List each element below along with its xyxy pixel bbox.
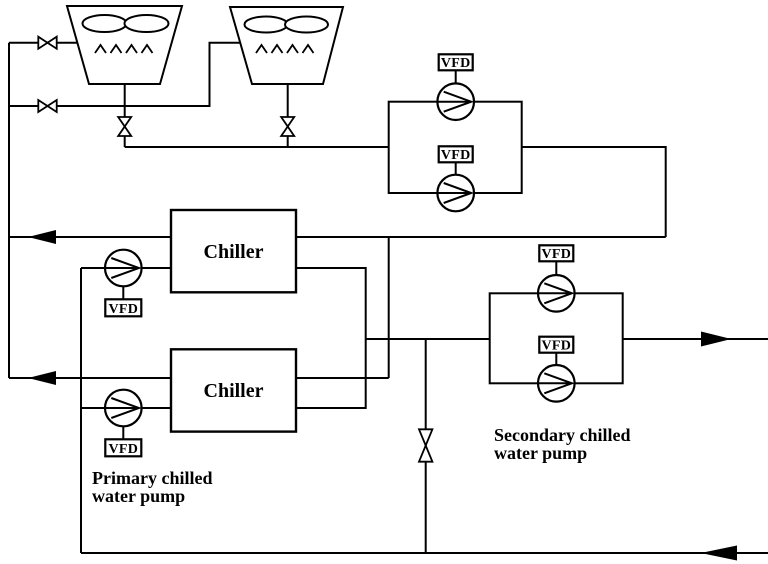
vfd-box [104, 298, 143, 318]
tower-2-supply-valve-icon [37, 98, 58, 114]
tower-1-drain-valve-icon [116, 116, 133, 137]
pipe-chiller-outlets [296, 267, 367, 409]
pipe-condenser-discharge [521, 146, 667, 237]
tower-2-drain-valve-icon [279, 116, 296, 137]
spray-nozzles-icon [94, 43, 154, 54]
vfd-condenser-pump-2: VFD [437, 145, 474, 164]
tower-2-body [228, 6, 345, 85]
vfd-primary-pump-1: VFD [104, 298, 143, 318]
flow-arrow-condenser-return-2 [28, 371, 56, 385]
vfd-primary-pump-2: VFD [104, 438, 143, 458]
tower-1-supply-valve-icon [37, 35, 58, 51]
chiller-2-label: Chiller [204, 380, 264, 402]
fan-icon [81, 14, 170, 33]
primary-pump-label: Primary chilled water pump [92, 468, 212, 506]
vfd-box [538, 335, 575, 354]
pump-arrow-icon [538, 372, 575, 395]
chilled-water-piping [80, 267, 768, 554]
bypass-valve-icon [417, 428, 434, 463]
fan-icon [243, 15, 329, 34]
pump-arrow-icon [438, 182, 475, 204]
vfd-label: VFD [441, 56, 471, 71]
flow-arrow-condenser-return-1 [28, 230, 56, 244]
chiller-1-label: Chiller [204, 241, 264, 263]
primary-pump-1 [103, 248, 143, 300]
spray-nozzles-icon [255, 43, 315, 54]
condenser-water-piping [8, 41, 667, 379]
vfd-secondary-pump-1: VFD [538, 244, 575, 263]
secondary-pump-1 [536, 261, 576, 313]
vfd-box [437, 145, 474, 164]
chiller-2-box [169, 348, 298, 433]
primary-pump-2 [103, 388, 143, 440]
pump-arrow-icon [105, 397, 142, 419]
flow-arrow-return-in [700, 545, 737, 561]
vfd-secondary-pump-2: VFD [538, 335, 575, 354]
secondary-pump-label-line2: water pump [494, 443, 587, 463]
flow-arrow-supply-out [701, 331, 732, 347]
primary-pump-label-line1: Primary chilled [92, 468, 212, 488]
chiller-2: Chiller [169, 348, 298, 433]
vfd-label: VFD [108, 442, 138, 457]
vfd-box [104, 438, 143, 458]
pump-arrow-icon [438, 90, 475, 113]
vfd-box [538, 244, 575, 263]
condenser-pump-2 [436, 162, 476, 213]
cooling-tower-2 [228, 6, 345, 85]
pump-arrow-icon [538, 282, 575, 305]
vfd-label: VFD [108, 302, 138, 317]
chiller-1: Chiller [169, 208, 298, 294]
secondary-pump-2 [536, 352, 576, 403]
cooling-tower-1 [65, 5, 184, 85]
vfd-condenser-pump-1: VFD [437, 53, 474, 72]
condenser-pump-1 [436, 70, 476, 122]
vfd-label: VFD [441, 148, 471, 163]
vfd-label: VFD [541, 247, 571, 262]
vfd-label: VFD [541, 338, 571, 353]
secondary-pump-label-line1: Secondary chilled [494, 425, 631, 445]
secondary-pump-label: Secondary chilled water pump [494, 425, 631, 463]
primary-pump-label-line2: water pump [92, 486, 185, 506]
pump-arrow-icon [105, 257, 142, 279]
vfd-box [437, 53, 474, 72]
chiller-1-box [169, 208, 298, 294]
